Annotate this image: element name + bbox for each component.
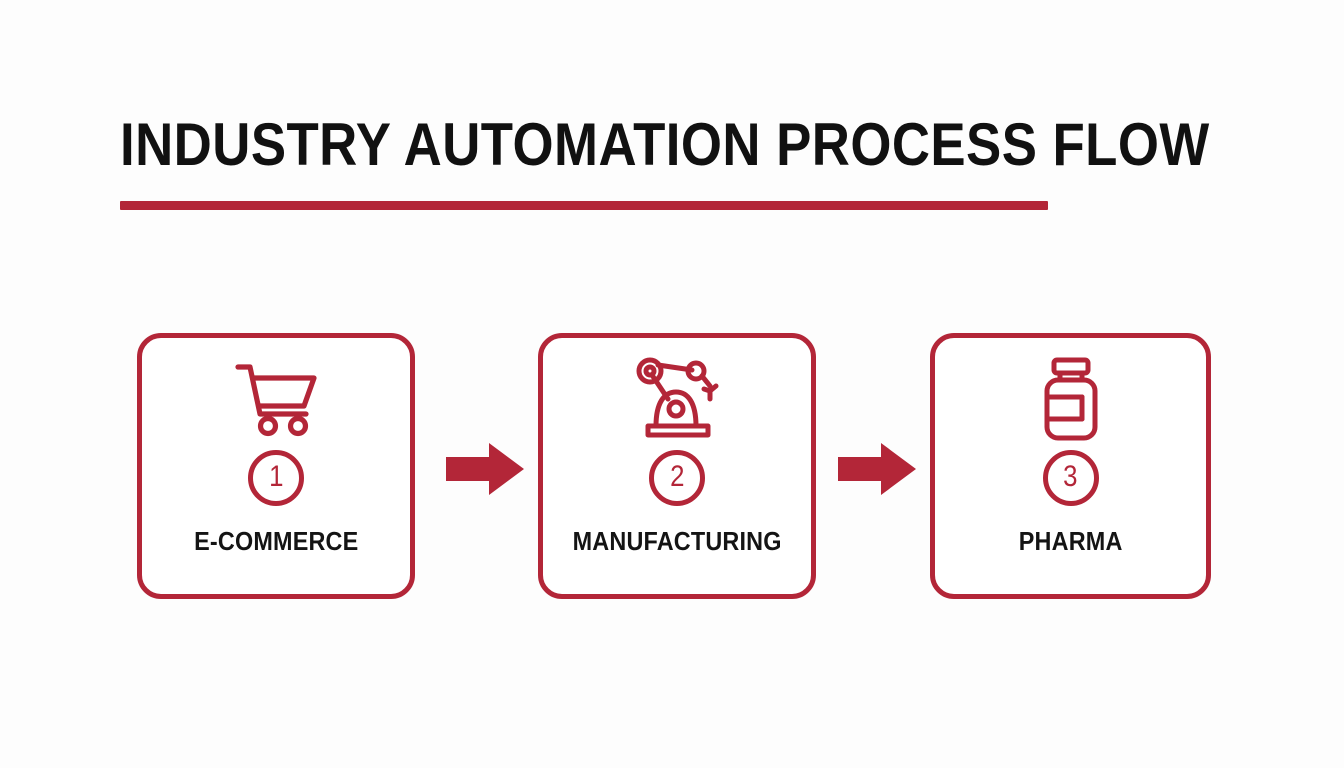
step-number-2: 2 (669, 460, 685, 493)
flow-step-label-1: E-COMMERCE (193, 526, 359, 556)
robot-arm-icon (630, 354, 724, 444)
title-underline-rule (120, 201, 1048, 210)
step-badge-1: 1 (248, 450, 304, 506)
step-number-3: 3 (1063, 460, 1078, 493)
step-number-1: 1 (268, 460, 284, 493)
title-block: INDUSTRY AUTOMATION PROCESS FLOW (120, 111, 1210, 210)
shopping-cart-icon (230, 354, 322, 444)
flow-step-label-3: PHARMA (1018, 526, 1123, 556)
arrow-right-icon-1 (446, 441, 524, 497)
flow-step-card-1[interactable]: 1 E-COMMERCE (137, 333, 415, 599)
medicine-vial-icon (1036, 354, 1106, 444)
flow-step-label-2: MANUFACTURING (572, 526, 782, 556)
step-badge-3: 3 (1042, 450, 1099, 506)
step-badge-2: 2 (649, 450, 705, 506)
flow-step-card-3[interactable]: 3 PHARMA (930, 333, 1211, 599)
process-flow-row: 1 E-COMMERCE (137, 333, 1211, 599)
flow-step-card-2[interactable]: 2 MANUFACTURING (538, 333, 816, 599)
arrow-right-icon-2 (838, 441, 916, 497)
page-title: INDUSTRY AUTOMATION PROCESS FLOW (120, 111, 1210, 178)
